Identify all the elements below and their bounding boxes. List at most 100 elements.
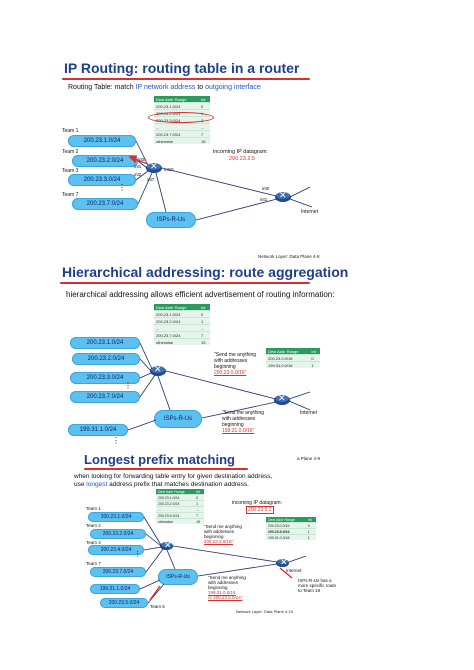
advert-line: with addresses — [208, 580, 239, 585]
advert-line: with addresses — [222, 416, 256, 422]
network-addr: 200.23.1.0/24 — [100, 514, 132, 520]
cell: 0 — [198, 102, 210, 110]
cell: ... — [154, 324, 199, 332]
interface-label: int1 — [260, 197, 268, 202]
cell: 0 — [198, 310, 210, 318]
cell: 7 — [198, 130, 210, 138]
team-label: Team 2 — [62, 149, 79, 155]
cell: ... — [198, 123, 210, 131]
cell: 1 — [309, 361, 320, 368]
advert-line: beginning — [204, 534, 224, 539]
isp-label: ISPs-R-Us — [156, 217, 186, 223]
note-line: ISPs-R-Us has a — [298, 578, 332, 583]
router-icon — [146, 161, 162, 173]
cell: 7 — [198, 331, 210, 339]
table-header: Dest Addr Range — [156, 489, 195, 495]
team-5-network: 200.23.5.0/24 — [100, 598, 148, 608]
body-line: use longest address prefix that matches … — [74, 481, 272, 489]
advert-line: "Send me anything — [208, 575, 246, 580]
advert-line: "Send me anything — [204, 524, 242, 529]
network-blob: 199.31.1.0/24 — [68, 424, 128, 436]
slide-footer: Network Layer: Data Plane 4-10 — [236, 609, 293, 614]
cell: ... — [194, 506, 204, 513]
network-addr: 200.23.3.0/24 — [86, 375, 124, 381]
advert-line: "Send me anything — [222, 410, 265, 416]
cell: otherwise — [154, 137, 199, 144]
table-row: ...... — [154, 123, 210, 131]
advert-line: "Send me anything — [214, 352, 257, 358]
cell: otherwise — [154, 338, 199, 345]
isp-label: ISPs-R-Us — [163, 416, 193, 422]
interface-label: int7 — [147, 177, 155, 182]
body-text: address prefix that matches destination … — [107, 481, 249, 488]
internet-label: Internet — [286, 568, 302, 573]
team-label: Team 5 — [150, 604, 165, 609]
caption-ip: IP network address — [135, 84, 196, 91]
network-blob: 200.23.7.0/24 — [70, 391, 140, 403]
network-addr: 200.23.2.0/24 — [87, 356, 125, 362]
cell: 200.23.1.0/24 — [154, 310, 199, 318]
title-underline — [60, 282, 310, 284]
caption-to: to — [195, 84, 206, 91]
table-header: Int — [198, 304, 210, 311]
advert-prefix: 200.23.0.0/16" — [214, 370, 247, 376]
incoming-addr: 200.23.2.5 — [229, 156, 255, 162]
table-header: Dest Addr Range — [154, 96, 199, 103]
interface-label: int0 — [138, 157, 146, 162]
cell: 200.23.1.0/24 — [154, 102, 199, 110]
note-line: to Team 18 — [298, 588, 321, 593]
team-7-network: 200.23.7.0/24 — [72, 198, 138, 210]
internet-label: Internet — [300, 410, 317, 416]
network-addr: 200.23.7.0/24 — [86, 201, 124, 207]
cell: 200.23.1.0/24 — [156, 494, 195, 501]
body-text: use — [74, 481, 87, 488]
cell: 0 — [309, 354, 320, 362]
slide-3-body: when looking for forwarding table entry … — [74, 473, 272, 489]
network-addr: 200.23.2.0/24 — [86, 158, 124, 164]
advert-prefix: 200.23.0.0/16" — [204, 539, 234, 544]
routing-table-caption: Routing Table: match IP network address … — [68, 84, 261, 91]
team-3-network: 200.23.3.0/24 — [68, 174, 136, 186]
incoming-addr: 200.23.5.2 — [246, 506, 274, 514]
cell: 7 — [194, 512, 204, 519]
advert-1: "Send me anything with addresses beginni… — [214, 352, 256, 376]
cell: ... — [156, 506, 195, 513]
slide-1-title: IP Routing: routing table in a router — [64, 60, 300, 76]
highlight-ellipse — [148, 112, 214, 123]
cell: otherwise — [156, 518, 195, 524]
cell: ... — [198, 324, 210, 332]
network-addr: 200.23.7.0/24 — [86, 394, 124, 400]
interface-label: int2 — [134, 172, 142, 177]
table-header: Int — [305, 517, 316, 523]
advert-line: beginning — [214, 364, 236, 370]
network-addr: 200.23.2.0/24 — [102, 531, 134, 537]
isp-network: ISPs-R-Us — [146, 212, 196, 228]
cell: 0 — [305, 522, 316, 529]
advert-prefix: 199.31.0.0/16 — [208, 590, 236, 595]
network-blob: 200.23.3.0/24 — [70, 372, 140, 384]
table-header: Dest Addr Range — [154, 304, 199, 311]
caption-text: Routing Table: match — [68, 84, 136, 91]
cell: 200.23.0.0/16 — [266, 354, 310, 362]
team-2-network: 200.23.2.0/24 — [90, 529, 146, 539]
network-blob: 200.23.1.0/24 — [70, 337, 140, 349]
isp-network: ISPs-R-Us — [154, 410, 202, 428]
advert-prefix: 199.31.0.0/16" — [222, 428, 255, 434]
cell: 200.23.7.0/24 — [154, 331, 199, 339]
slide-3-title: Longest prefix matching — [84, 452, 235, 467]
table-row: ...... — [156, 506, 204, 513]
team-label: Team 3 — [86, 540, 101, 545]
team-label: Team 1 — [86, 506, 101, 511]
cell: 200.23.2.0/24 — [156, 500, 195, 507]
cell: 200.23.0.0/16 — [266, 522, 306, 529]
